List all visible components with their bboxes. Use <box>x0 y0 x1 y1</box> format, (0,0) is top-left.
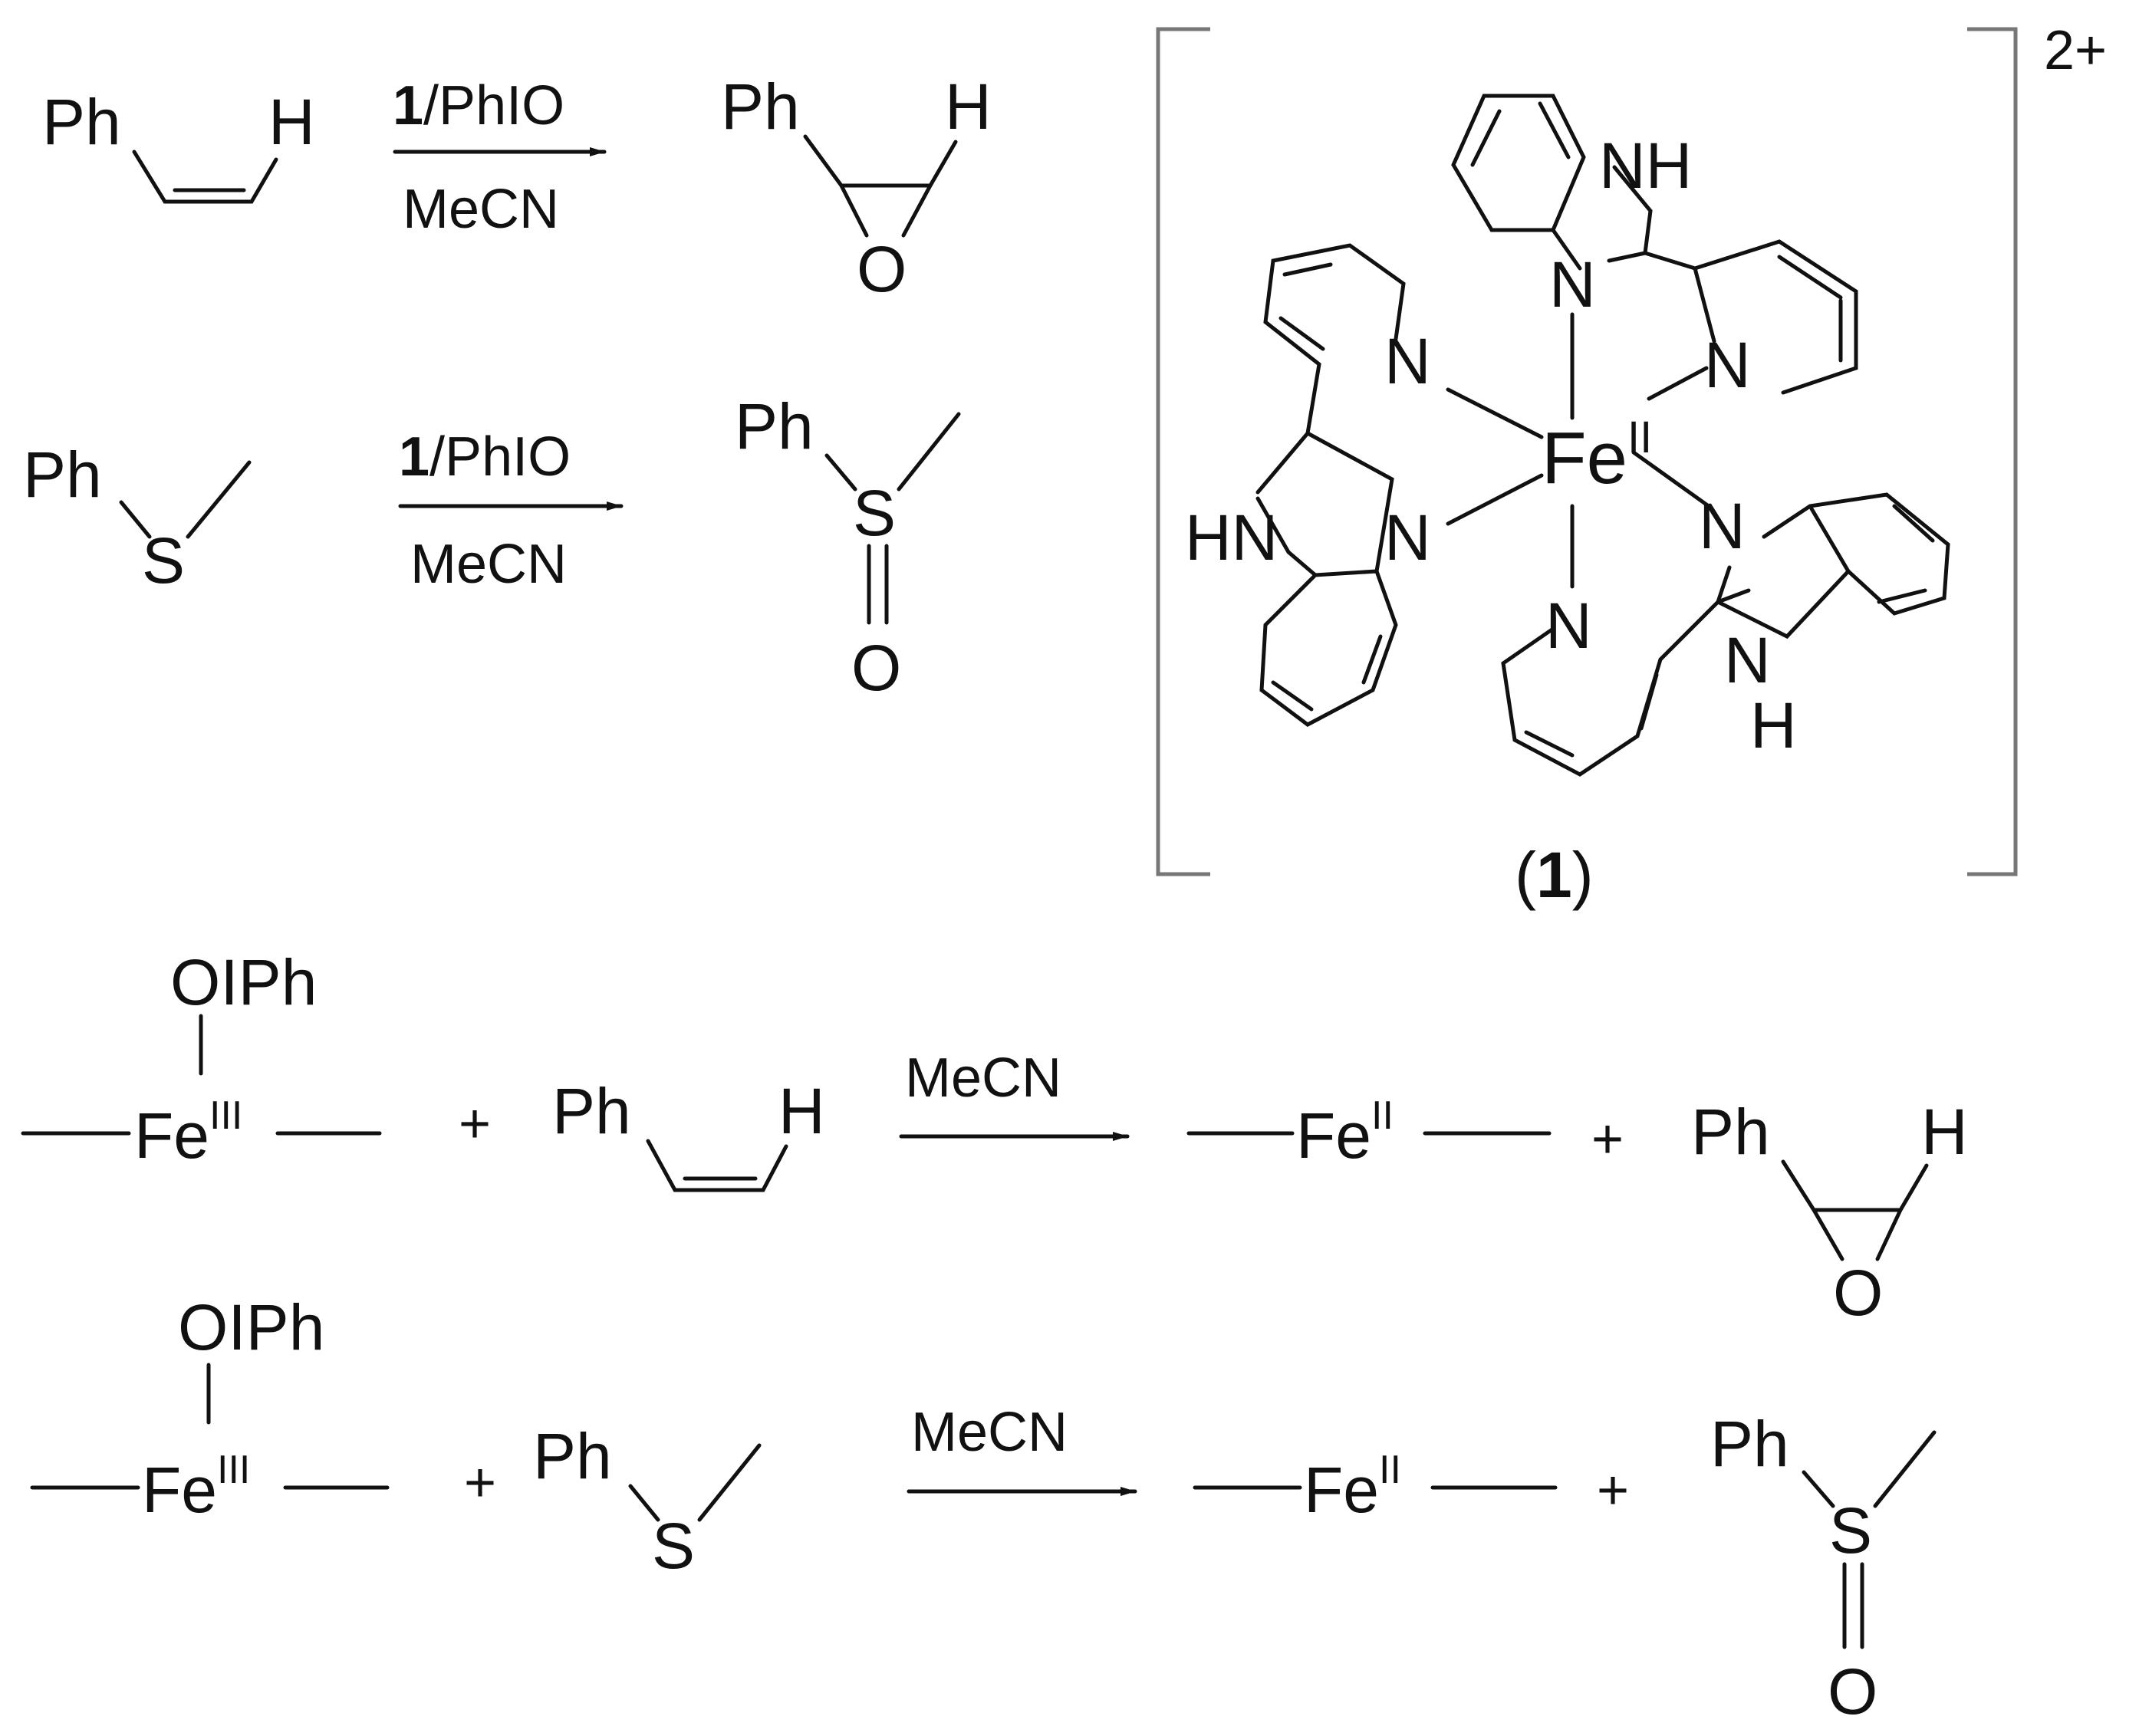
plus-sign: + <box>464 1452 496 1514</box>
reaction-epoxidation-catalytic: Ph H 1/PhIO MeCN Ph H O <box>42 71 992 305</box>
reaction-epoxidation-mechanism: OIPh FeIII + Ph H MeCN FeII + Ph H O <box>21 946 1968 1329</box>
bottom-imidazole-n-label: N <box>1724 624 1771 696</box>
right-imidazole-n-label: N <box>1699 490 1746 562</box>
fe-iii-label: FeIII <box>134 1093 242 1172</box>
solvent-label: MeCN <box>911 1402 1068 1463</box>
oiph-label: OIPh <box>178 1291 324 1363</box>
styrene-h-label: H <box>268 86 315 158</box>
fe-ii-label: FeII <box>1304 1448 1401 1526</box>
left-bracket <box>1156 27 1210 876</box>
sulfoxide-ph-label: Ph <box>735 390 814 462</box>
left-hn-label: HN <box>1185 501 1278 574</box>
solvent-label: MeCN <box>905 1047 1061 1109</box>
styrene-ph-label: Ph <box>552 1075 631 1147</box>
bottom-h-label: H <box>1750 689 1797 761</box>
thioether-bonds <box>628 1443 762 1522</box>
top-nh-label: NH <box>1599 130 1692 202</box>
styrene-ph-label: Ph <box>42 86 121 158</box>
epoxide-o-label: O <box>857 233 907 305</box>
cis-alkene-bonds <box>132 150 278 204</box>
sulfoxide-ph-label: Ph <box>1710 1408 1789 1480</box>
reagent-label: 1/PhIO <box>399 426 571 488</box>
plus-sign: + <box>459 1093 491 1155</box>
left-ligand-bonds <box>1255 243 1406 727</box>
reaction-sulfoxidation-mechanism: OIPh FeIII + Ph S MeCN FeII + Ph S O <box>30 1291 1937 1728</box>
styrene-h-label: H <box>778 1075 825 1147</box>
complex-number-label: (1) <box>1515 839 1594 911</box>
epoxide-ph-label: Ph <box>1691 1096 1770 1168</box>
plus-sign: + <box>1591 1109 1624 1170</box>
cis-alkene-bonds <box>646 1139 788 1192</box>
sulfoxide-s-label: S <box>1829 1494 1872 1567</box>
left-imidazole-n-label: N <box>1384 501 1431 574</box>
epoxide-h-label: H <box>1921 1096 1968 1168</box>
thioether-ph-label: Ph <box>533 1420 612 1492</box>
bottom-pyridine-n-label: N <box>1545 590 1592 662</box>
iron-center-label: FeII <box>1542 413 1652 499</box>
epoxide-ph-label: Ph <box>721 71 800 143</box>
sulfoxide-bonds <box>1802 1430 1937 1649</box>
solvent-label: MeCN <box>410 534 567 595</box>
right-bracket <box>1967 27 2018 876</box>
coordination-bonds <box>1446 312 1709 589</box>
thioether-bonds <box>119 460 252 539</box>
epoxide-ring-bonds <box>1781 1159 1929 1261</box>
thioether-s-label: S <box>652 1510 695 1582</box>
fe-iii-label: FeIII <box>142 1448 250 1526</box>
sulfoxide-o-label: O <box>851 632 901 704</box>
thioether-ph-label: Ph <box>23 439 102 511</box>
plus-sign: + <box>1597 1460 1629 1521</box>
left-pyridine-n-label: N <box>1384 325 1431 397</box>
oiph-label: OIPh <box>170 946 317 1018</box>
reaction-sulfoxidation-catalytic: Ph S 1/PhIO MeCN Ph S O <box>23 390 961 704</box>
epoxide-h-label: H <box>945 71 992 143</box>
epoxide-o-label: O <box>1833 1257 1883 1329</box>
sulfoxide-bonds <box>824 412 961 625</box>
epoxide-ring-bonds <box>803 134 958 238</box>
charge-label: 2+ <box>2044 20 2107 81</box>
fe-ii-label: FeII <box>1296 1093 1394 1172</box>
reagent-label: 1/PhIO <box>393 75 564 136</box>
solvent-label: MeCN <box>403 179 559 240</box>
sulfoxide-s-label: S <box>853 477 896 549</box>
top-ligand-bonds <box>1451 94 1858 395</box>
right-ligand-bonds <box>1501 492 1950 777</box>
sulfoxide-o-label: O <box>1828 1655 1877 1728</box>
iron-complex: 2+ FeII N NH N N N HN N N N H (1) <box>1156 20 2107 911</box>
top-pyridine-n-label: N <box>1704 329 1751 401</box>
